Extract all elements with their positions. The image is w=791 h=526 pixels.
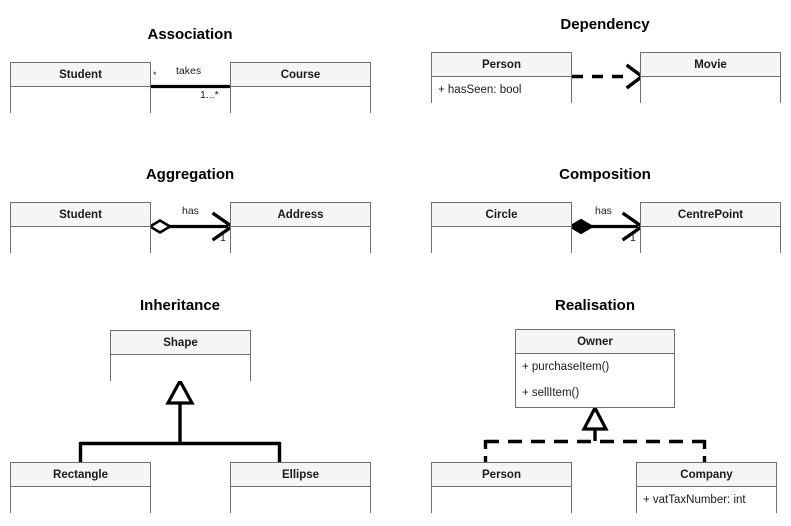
- class-attributes-compartment: + vatTaxNumber: int: [637, 487, 776, 513]
- association-target-multiplicity: 1...*: [200, 89, 219, 101]
- class-name-header: Movie: [641, 53, 780, 77]
- panel-title-aggregation: Aggregation: [145, 166, 235, 183]
- class-box-course-association[interactable]: Course: [230, 62, 371, 113]
- panel-title-association: Association: [147, 26, 233, 43]
- class-attributes-compartment: [231, 227, 370, 253]
- class-name-header: Person: [432, 53, 571, 77]
- panel-title-composition: Composition: [559, 166, 651, 183]
- class-name-header: Student: [11, 203, 150, 227]
- class-attributes-compartment: [231, 87, 370, 113]
- class-box-circle-composition[interactable]: Circle: [431, 202, 572, 253]
- class-box-student-aggregation[interactable]: Student: [10, 202, 151, 253]
- class-name-header: Person: [432, 463, 571, 487]
- class-box-shape-inheritance[interactable]: Shape: [110, 330, 251, 381]
- composition-target-multiplicity: 1: [630, 232, 636, 244]
- class-name-header: Address: [231, 203, 370, 227]
- class-name-header: Ellipse: [231, 463, 370, 487]
- class-name-header: Course: [231, 63, 370, 87]
- class-box-rectangle-inheritance[interactable]: Rectangle: [10, 462, 151, 513]
- panel-title-dependency: Dependency: [560, 16, 650, 33]
- class-name-header: Company: [637, 463, 776, 487]
- association-source-multiplicity: *: [153, 70, 157, 80]
- class-name-header: Shape: [111, 331, 250, 355]
- aggregation-edge-label: has: [182, 205, 199, 217]
- class-attributes-compartment: [641, 227, 780, 253]
- class-attribute: + hasSeen: bool: [438, 83, 522, 96]
- class-box-movie-dependency[interactable]: Movie: [640, 52, 781, 103]
- class-box-address-aggregation[interactable]: Address: [230, 202, 371, 253]
- class-name-header: Circle: [432, 203, 571, 227]
- class-box-ellipse-inheritance[interactable]: Ellipse: [230, 462, 371, 513]
- class-name-header: Owner: [516, 330, 674, 354]
- class-attributes-compartment: [11, 227, 150, 253]
- aggregation-hollow-diamond-icon: [147, 218, 173, 235]
- composition-filled-diamond-icon: [567, 218, 595, 235]
- class-name-header: CentrePoint: [641, 203, 780, 227]
- class-box-company-realisation[interactable]: Company + vatTaxNumber: int: [636, 462, 777, 513]
- composition-edge-label: has: [595, 205, 612, 217]
- class-name-header: Rectangle: [11, 463, 150, 487]
- aggregation-target-multiplicity: 1: [220, 232, 226, 244]
- class-operation: + purchaseItem(): [522, 360, 610, 373]
- class-attributes-compartment: [432, 227, 571, 253]
- class-attribute: + vatTaxNumber: int: [643, 493, 746, 506]
- class-box-student-association[interactable]: Student: [10, 62, 151, 113]
- class-attributes-compartment: [11, 87, 150, 113]
- class-attributes-compartment: [111, 355, 250, 381]
- panel-title-inheritance: Inheritance: [139, 297, 221, 314]
- class-box-person-realisation[interactable]: Person: [431, 462, 572, 513]
- class-attributes-compartment: [641, 77, 780, 103]
- class-attributes-compartment: [432, 487, 571, 513]
- inheritance-hollow-triangle-icon: [165, 377, 195, 405]
- class-attributes-compartment: [231, 487, 370, 513]
- class-operation: + sellItem(): [522, 387, 580, 400]
- class-name-header: Student: [11, 63, 150, 87]
- association-edge-label: takes: [176, 65, 202, 77]
- class-box-owner-realisation[interactable]: Owner + purchaseItem() + sellItem(): [515, 329, 675, 408]
- class-attributes-compartment: + hasSeen: bool: [432, 77, 571, 103]
- panel-title-realisation: Realisation: [554, 297, 636, 314]
- class-box-person-dependency[interactable]: Person + hasSeen: bool: [431, 52, 572, 103]
- class-operations-compartment: + purchaseItem() + sellItem(): [516, 354, 674, 407]
- realisation-hollow-triangle-icon: [581, 404, 609, 431]
- class-attributes-compartment: [11, 487, 150, 513]
- class-box-centrepoint-composition[interactable]: CentrePoint: [640, 202, 781, 253]
